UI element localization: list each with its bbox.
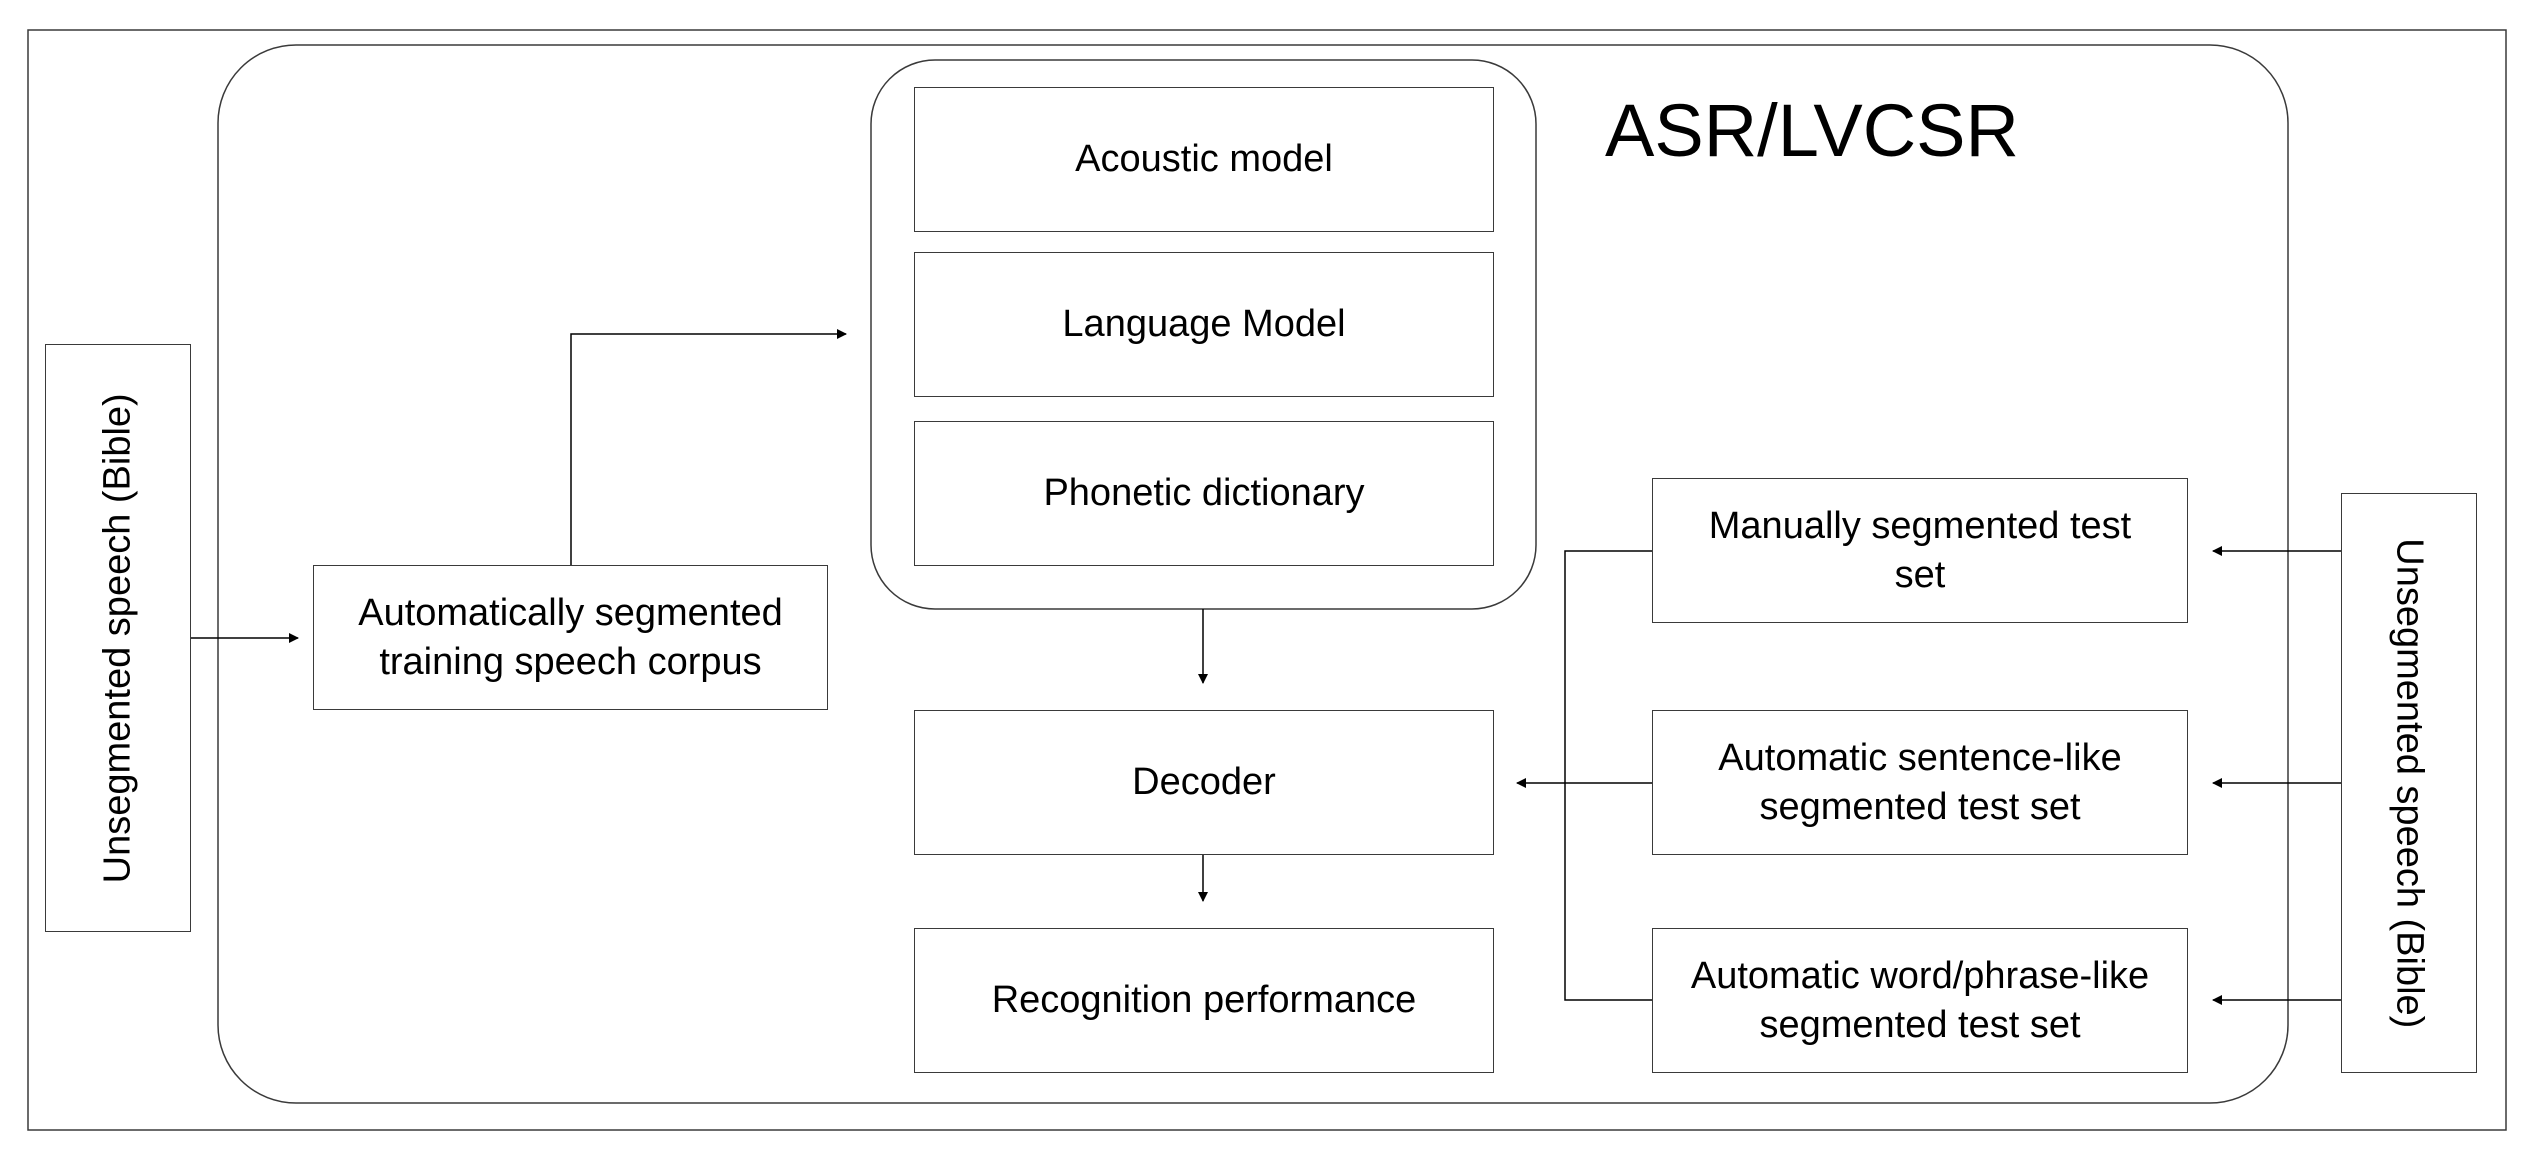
phonetic-dictionary-box: Phonetic dictionary bbox=[914, 421, 1494, 566]
outer-frame bbox=[27, 29, 2507, 1131]
left-input-label: Unsegmented speech (Bible) bbox=[96, 392, 139, 884]
decoder-box: Decoder bbox=[914, 710, 1494, 855]
acoustic-model-label: Acoustic model bbox=[1075, 138, 1333, 181]
recognition-performance-box: Recognition performance bbox=[914, 928, 1494, 1073]
manual-test-set-label: Manually segmented test set bbox=[1708, 504, 2132, 596]
arrow-corpus-to-models bbox=[570, 329, 847, 565]
word-phrase-test-set-label: Automatic word/phrase-like segmented tes… bbox=[1690, 954, 2150, 1046]
phonetic-dictionary-label: Phonetic dictionary bbox=[1043, 472, 1365, 515]
asr-region bbox=[217, 44, 2289, 1104]
left-input-box: Unsegmented speech (Bible) bbox=[45, 344, 191, 932]
language-model-box: Language Model bbox=[914, 252, 1494, 397]
training-corpus-label: Automatically segmented training speech … bbox=[358, 591, 783, 683]
recognition-performance-label: Recognition performance bbox=[991, 979, 1417, 1022]
line-test-sets-bracket bbox=[1564, 550, 1652, 1001]
sentence-test-set-box: Automatic sentence-like segmented test s… bbox=[1652, 710, 2188, 855]
decoder-label: Decoder bbox=[1132, 761, 1276, 804]
training-corpus-box: Automatically segmented training speech … bbox=[313, 565, 828, 710]
acoustic-model-box: Acoustic model bbox=[914, 87, 1494, 232]
diagram-title: ASR/LVCSR bbox=[1605, 89, 2019, 172]
manual-test-set-box: Manually segmented test set bbox=[1652, 478, 2188, 623]
right-input-label: Unsegmented speech (Bible) bbox=[2388, 537, 2431, 1029]
word-phrase-test-set-box: Automatic word/phrase-like segmented tes… bbox=[1652, 928, 2188, 1073]
right-input-box: Unsegmented speech (Bible) bbox=[2341, 493, 2477, 1073]
sentence-test-set-label: Automatic sentence-like segmented test s… bbox=[1718, 736, 2122, 828]
language-model-label: Language Model bbox=[1062, 303, 1346, 346]
